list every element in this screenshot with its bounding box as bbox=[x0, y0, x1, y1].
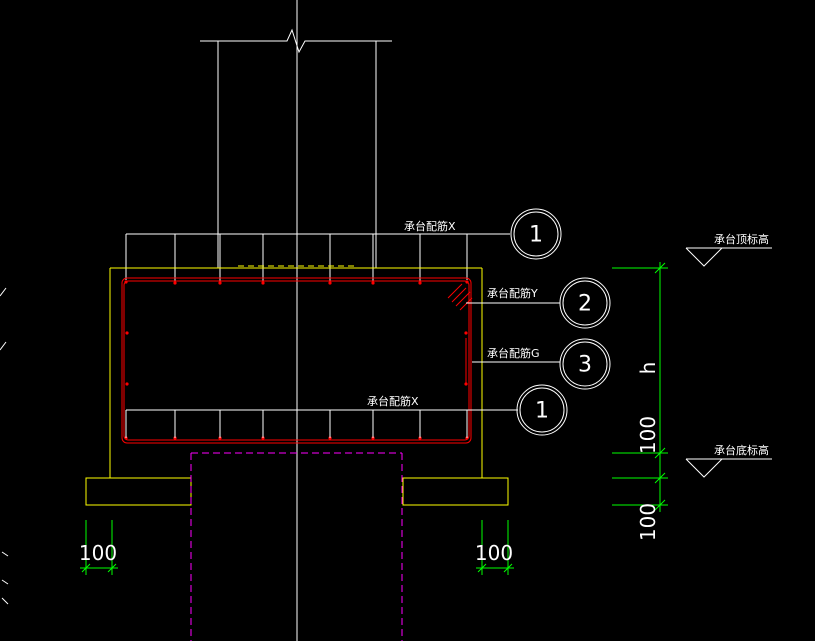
dim-bottom-right-100: 100 bbox=[475, 541, 513, 565]
label-rebar-x-bottom: 承台配筋X bbox=[367, 394, 419, 408]
bubble-3-number: 3 bbox=[578, 353, 592, 378]
elevation-top-marker bbox=[612, 247, 772, 269]
top-rebar-dots bbox=[124, 280, 469, 285]
bubble-1-bottom-number: 1 bbox=[535, 399, 549, 424]
top-rebar-x-leader bbox=[125, 233, 510, 282]
dim-bottom-left-100: 100 bbox=[79, 541, 117, 565]
bottom-right-dimension bbox=[476, 520, 514, 575]
side-rebar-dots bbox=[125, 331, 468, 386]
rebar-cage bbox=[121, 277, 472, 444]
label-rebar-y: 承台配筋Y bbox=[487, 286, 538, 300]
pile-outline bbox=[190, 452, 403, 641]
bubble-1-bottom[interactable]: 1 bbox=[516, 384, 568, 436]
pile-cap-outline bbox=[109, 265, 483, 478]
column bbox=[200, 28, 392, 268]
bottom-rebar-x-leader bbox=[125, 409, 518, 438]
label-elev-bottom: 承台底标高 bbox=[714, 443, 769, 457]
left-edge-fragments bbox=[0, 287, 9, 605]
dim-height: h bbox=[636, 362, 660, 375]
right-dimension-chain bbox=[612, 262, 668, 512]
bubble-1-top-number: 1 bbox=[529, 223, 543, 248]
bottom-left-dimension bbox=[80, 520, 118, 575]
label-elev-top: 承台顶标高 bbox=[714, 232, 769, 246]
corner-hatch bbox=[447, 283, 473, 311]
bubble-1-top[interactable]: 1 bbox=[510, 208, 562, 260]
label-rebar-g: 承台配筋G bbox=[487, 346, 540, 360]
bubble-3[interactable]: 3 bbox=[559, 338, 611, 390]
bubble-2-number: 2 bbox=[578, 292, 592, 317]
elevation-bottom-marker bbox=[685, 458, 772, 478]
dim-right-100-upper: 100 bbox=[636, 416, 660, 454]
dim-right-100-lower: 100 bbox=[636, 503, 660, 541]
column-break-line bbox=[200, 28, 392, 54]
bubble-2[interactable]: 2 bbox=[559, 277, 611, 329]
label-rebar-x-top: 承台配筋X bbox=[404, 219, 456, 233]
